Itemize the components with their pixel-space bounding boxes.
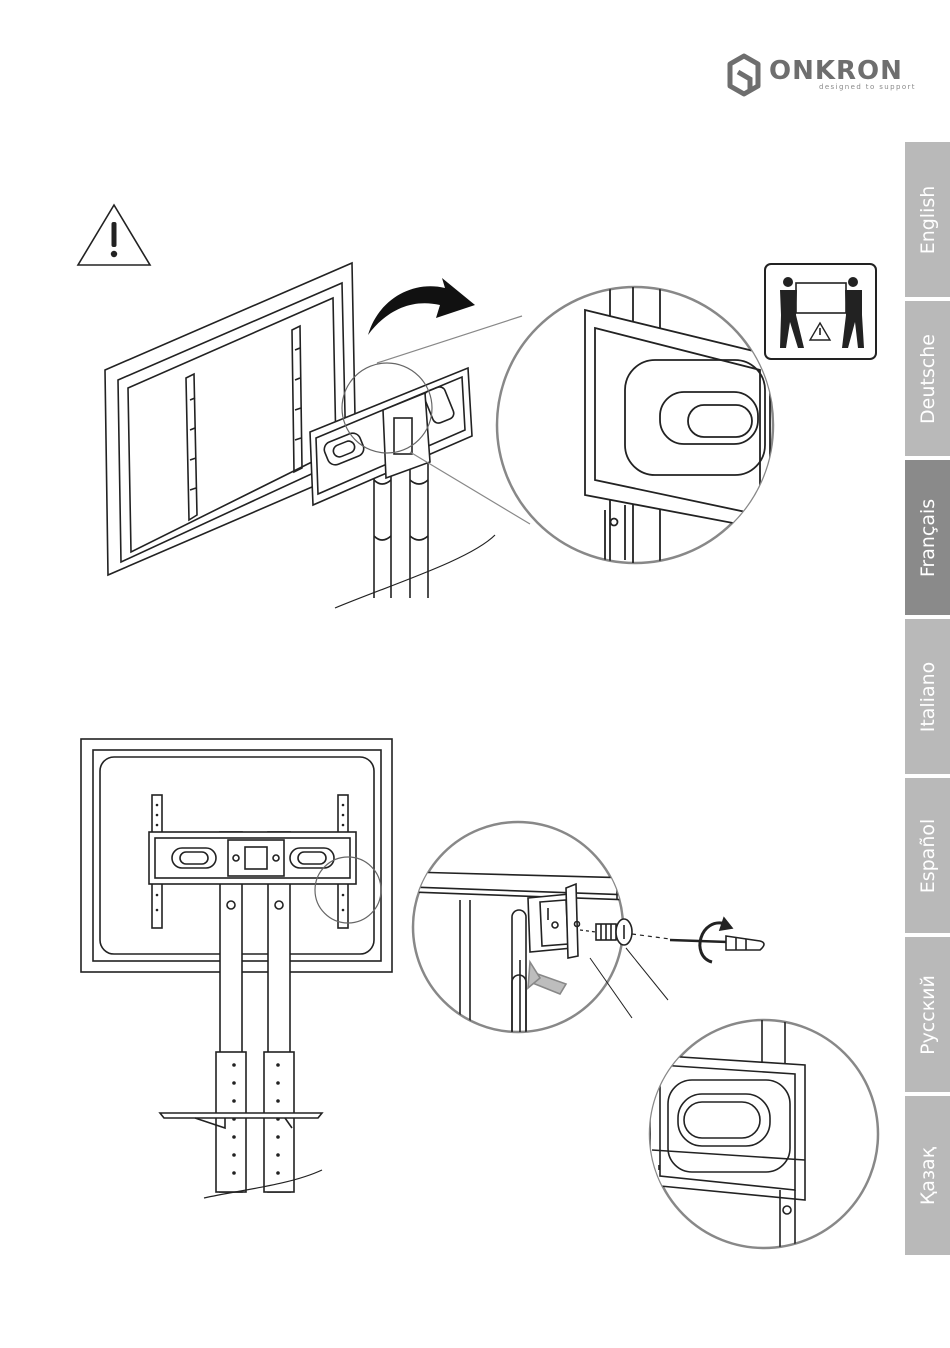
tab-label: Italiano [917, 661, 939, 732]
tab-english[interactable]: English [905, 142, 950, 299]
warning-icon [78, 205, 150, 265]
tab-francais[interactable]: Français [905, 460, 950, 617]
tab-deutsche[interactable]: Deutsche [905, 301, 950, 458]
wall-plate-front [149, 832, 356, 884]
tab-label: English [917, 185, 939, 254]
screwdriver-icon [670, 918, 764, 962]
tab-label: Қазақ [917, 1146, 939, 1204]
tab-label: Français [917, 498, 939, 576]
assembly-illustration [0, 0, 900, 1348]
tab-russian[interactable]: Русский [905, 937, 950, 1094]
tab-label: Deutsche [917, 334, 939, 424]
tab-label: Español [917, 818, 939, 893]
tab-espanol[interactable]: Español [905, 778, 950, 935]
two-person-lift-icon [765, 264, 876, 359]
tab-italiano[interactable]: Italiano [905, 619, 950, 776]
zoom-detail-result [650, 1010, 878, 1260]
tv-rotated [105, 263, 356, 575]
zoom-detail-screw [410, 822, 632, 1060]
tab-label: Русский [917, 975, 939, 1055]
zoom-detail-bracket [497, 280, 773, 580]
tab-kazakh[interactable]: Қазақ [905, 1096, 950, 1257]
rotation-arrow-icon [368, 278, 475, 335]
language-tab-strip: English Deutsche Français Italiano Españ… [905, 142, 950, 1257]
